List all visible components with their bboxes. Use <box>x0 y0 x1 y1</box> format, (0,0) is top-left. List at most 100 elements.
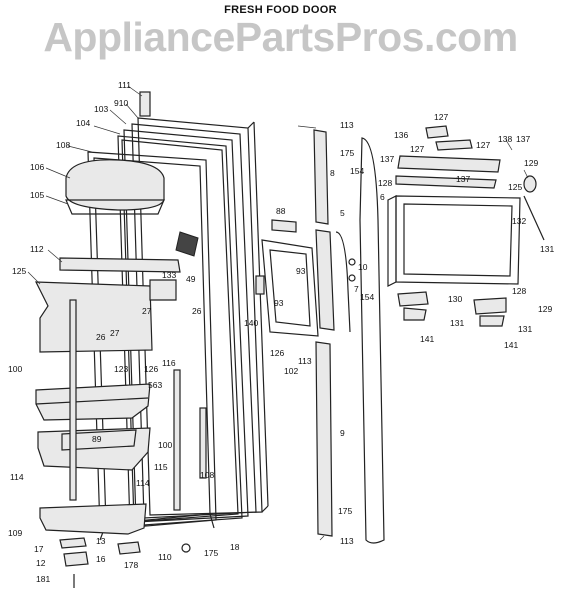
watermark: AppliancePartsPros.com <box>43 14 518 60</box>
label-26-left: 26 <box>96 332 106 342</box>
label-113-top: 113 <box>340 120 354 130</box>
label-141-right: 141 <box>504 340 518 350</box>
label-126-mid: 126 <box>270 348 284 358</box>
label-26-right: 26 <box>192 306 202 316</box>
trim-9 <box>315 341 333 537</box>
label-18: 18 <box>230 542 240 552</box>
hinge-plates-130 <box>397 291 507 327</box>
label-175-top: 175 <box>340 148 354 158</box>
label-137-mid: 137 <box>456 174 470 184</box>
label-100-mid: 100 <box>158 440 172 450</box>
label-12: 12 <box>36 558 46 568</box>
label-115: 115 <box>154 462 168 472</box>
diagram-title: FRESH FOOD DOOR <box>224 4 337 16</box>
label-128-top: 128 <box>378 178 392 188</box>
shelf-112 <box>59 257 181 273</box>
leader-lines <box>27 85 529 541</box>
bracket-136 <box>395 155 501 189</box>
label-181: 181 <box>36 574 50 584</box>
label-116: 116 <box>162 358 176 368</box>
label-563: 563 <box>148 380 162 390</box>
label-113-mid: 113 <box>298 356 312 366</box>
label-103: 103 <box>94 104 108 114</box>
part-labels: 111 910 103 104 108 106 105 112 125 49 1… <box>8 80 554 584</box>
hinge-plates-127 <box>425 125 473 151</box>
label-111: 111 <box>118 80 131 90</box>
dispenser-frame <box>255 219 319 337</box>
retainer-rails <box>69 299 207 511</box>
label-131-mid: 131 <box>450 318 464 328</box>
label-128-right: 128 <box>512 286 526 296</box>
label-141-left: 141 <box>420 334 434 344</box>
label-89: 89 <box>92 434 102 444</box>
label-109: 109 <box>8 528 22 538</box>
label-10: 10 <box>358 262 368 272</box>
label-910: 910 <box>114 98 128 108</box>
label-113-bottom: 113 <box>340 536 354 546</box>
label-154-top: 154 <box>350 166 364 176</box>
label-112: 112 <box>30 244 44 254</box>
label-7: 7 <box>354 284 359 294</box>
label-127-top: 127 <box>434 112 448 122</box>
label-108-bottom: 108 <box>200 470 214 480</box>
label-132: 132 <box>512 216 526 226</box>
label-178: 178 <box>124 560 138 570</box>
label-136: 136 <box>394 130 408 140</box>
label-129-bottom: 129 <box>538 304 552 314</box>
label-126-left: 126 <box>144 364 158 374</box>
label-100-top: 100 <box>8 364 22 374</box>
label-175-bottom-left: 175 <box>204 548 218 558</box>
label-140: 140 <box>244 318 258 328</box>
control-module <box>149 231 199 301</box>
label-131-right: 131 <box>540 244 554 254</box>
label-154-bottom: 154 <box>360 292 374 302</box>
label-175-lower: 175 <box>338 506 352 516</box>
label-131-far-right: 131 <box>518 324 532 334</box>
label-8: 8 <box>330 168 335 178</box>
label-27-lower: 27 <box>110 328 120 338</box>
label-129-top: 129 <box>524 158 538 168</box>
label-5: 5 <box>340 208 345 218</box>
dairy-door <box>65 159 165 215</box>
label-27-upper: 27 <box>142 306 152 316</box>
label-110: 110 <box>158 552 172 562</box>
label-133: 133 <box>162 270 176 280</box>
label-88: 88 <box>276 206 286 216</box>
label-105: 105 <box>30 190 44 200</box>
door-hinge-bracket <box>139 91 151 117</box>
label-104: 104 <box>76 118 90 128</box>
label-17: 17 <box>34 544 44 554</box>
label-130: 130 <box>448 294 462 304</box>
label-114-left: 114 <box>10 472 24 482</box>
label-127-left: 127 <box>410 144 424 154</box>
ice-door-frame <box>387 195 521 287</box>
springs <box>335 231 356 333</box>
label-13: 13 <box>96 536 106 546</box>
label-138: 138 <box>498 134 512 144</box>
label-125-right: 125 <box>508 182 522 192</box>
label-127-right: 127 <box>476 140 490 150</box>
trim-8 <box>313 129 329 225</box>
ice-door-link <box>523 175 545 241</box>
label-93-upper: 93 <box>296 266 306 276</box>
label-16: 16 <box>96 554 106 564</box>
door-bin-123 <box>35 383 151 421</box>
label-6: 6 <box>380 192 385 202</box>
label-137-left: 137 <box>380 154 394 164</box>
hinge-bar-5 <box>315 229 335 331</box>
label-102: 102 <box>284 366 298 376</box>
label-49: 49 <box>186 274 196 284</box>
door-bin-109 <box>39 503 147 535</box>
label-125-left: 125 <box>12 266 26 276</box>
cover-125 <box>35 281 153 353</box>
label-106: 106 <box>30 162 44 172</box>
cam-parts <box>59 537 191 588</box>
label-114-mid: 114 <box>136 478 150 488</box>
label-93-lower: 93 <box>274 298 284 308</box>
label-108-top: 108 <box>56 140 70 150</box>
label-9: 9 <box>340 428 345 438</box>
label-137-right: 137 <box>516 134 530 144</box>
label-123: 123 <box>114 364 128 374</box>
handle-6 <box>359 137 385 544</box>
